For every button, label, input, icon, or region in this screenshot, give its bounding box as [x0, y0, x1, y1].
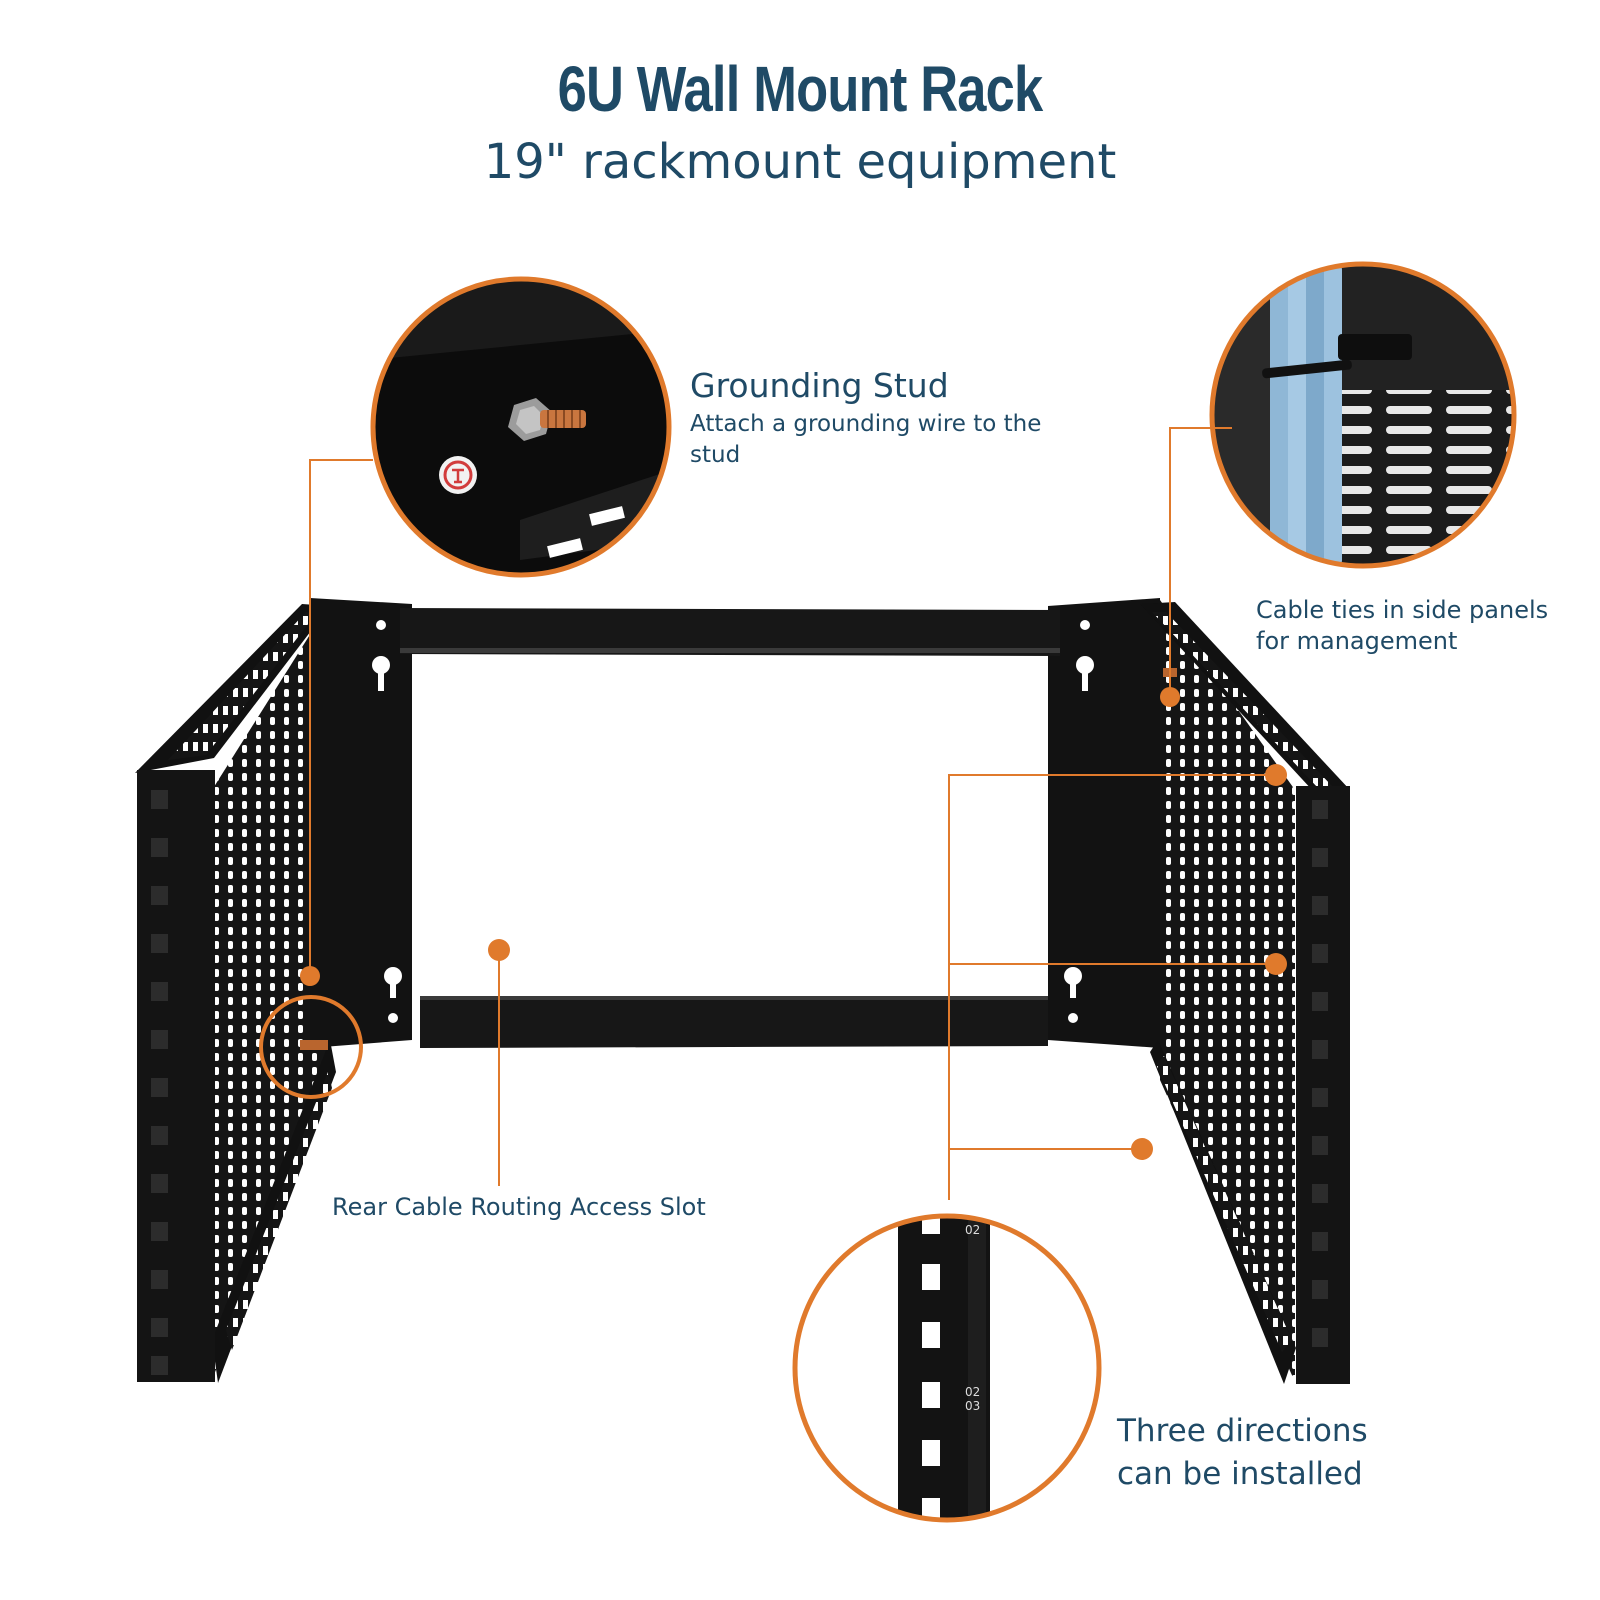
left-back-bracket: [310, 598, 412, 1048]
rail-mark-02-top: 02: [965, 1223, 980, 1237]
tie-anchor: [1338, 334, 1412, 360]
left-bottom-slots: [226, 1072, 332, 1350]
callout-leaders: [309, 427, 1275, 1200]
grounding-stud-desc-line2: stud: [690, 442, 741, 468]
right-rail-holes: [1312, 800, 1328, 1347]
right-top-slots: [1152, 612, 1332, 788]
grounding-stud-zoom: [370, 276, 672, 578]
three-directions-line2: can be installed: [1117, 1456, 1363, 1492]
left-rail-holes: [151, 790, 168, 1375]
right-bottom-slots: [1156, 1056, 1292, 1352]
grounding-stud-desc-line1: Attach a grounding wire to the: [690, 411, 1042, 437]
bottom-crossbar: [420, 996, 1048, 1048]
three-dir-leader: [948, 774, 1275, 1200]
page-title: 6U Wall Mount Rack: [557, 53, 1044, 125]
right-side-panel: [1160, 600, 1295, 1382]
cable-tie: [1262, 359, 1352, 379]
left-top-slots: [168, 612, 316, 760]
page-subtitle: 19" rackmount equipment: [483, 134, 1117, 190]
keyholes: [372, 620, 1094, 1023]
rear-slot-label: Rear Cable Routing Access Slot: [332, 1193, 706, 1221]
rack-frame: [135, 598, 1350, 1384]
top-crossbar: [400, 608, 1060, 656]
cable-ties-leader: [1169, 427, 1232, 695]
left-side-panel: [212, 606, 328, 1380]
cable-ties-zoom: [1209, 261, 1517, 569]
callout-dots: [300, 687, 1287, 1160]
grounding-leader: [309, 459, 373, 974]
cable-ties-line1: Cable ties in side panels: [1256, 596, 1549, 624]
grounding-stud-title: Grounding Stud: [690, 366, 949, 405]
rail-mark-03-mid: 03: [965, 1399, 980, 1413]
cable-ties-line2: for management: [1256, 627, 1458, 655]
blue-cable-bundle: [1270, 264, 1342, 566]
rail-mark-02-mid: 02: [965, 1385, 980, 1399]
three-directions-line1: Three directions: [1117, 1413, 1368, 1449]
rail-zoom: 03 02 02 03: [792, 1213, 1102, 1523]
left-front-rail: [137, 770, 215, 1382]
grounding-highlight-ring: [259, 995, 363, 1099]
right-back-bracket: [1048, 598, 1160, 1048]
